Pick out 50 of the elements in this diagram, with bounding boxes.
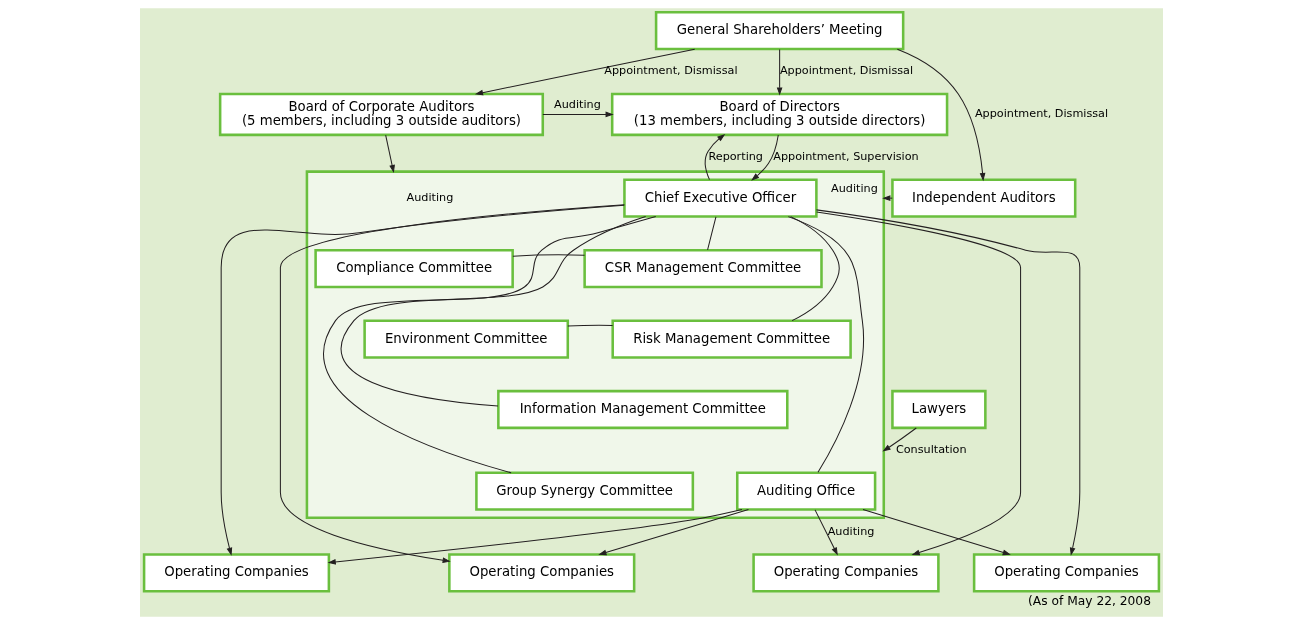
arrow xyxy=(815,209,1081,556)
node-box: Board of Directors (13 members, including 3 outside directors) xyxy=(610,92,949,137)
node-box: Operating Companies xyxy=(142,553,331,593)
arrow xyxy=(598,509,749,556)
caption: (As of May 22, 2008 xyxy=(1028,594,1151,609)
arrow xyxy=(814,509,838,556)
node-box: Information Management Committee xyxy=(497,389,789,430)
connector xyxy=(340,216,647,407)
arrow xyxy=(896,48,986,182)
edge-label: Appointment, Dismissal xyxy=(779,64,914,78)
edge-label: Appointment, Dismissal xyxy=(974,107,1109,121)
arrow xyxy=(862,509,1011,556)
edge-label: Auditing xyxy=(406,191,454,205)
node-box: Environment Committee xyxy=(363,319,570,359)
arrow xyxy=(385,134,395,174)
arrow xyxy=(751,134,779,181)
node-box: Operating Companies xyxy=(448,553,636,593)
edge-label: Reporting xyxy=(708,150,763,164)
arrow xyxy=(327,509,743,565)
connector xyxy=(323,216,657,474)
arrow xyxy=(279,204,625,564)
arrow xyxy=(704,134,726,181)
arrow xyxy=(474,48,696,96)
edge-label: Auditing xyxy=(831,181,878,195)
node-box: Operating Companies xyxy=(752,553,940,593)
connector xyxy=(787,216,865,473)
node-box: General Shareholders’ Meeting xyxy=(654,11,905,51)
edge-label: Appointment, Dismissal xyxy=(604,64,738,78)
node-box: Lawyers xyxy=(891,389,987,430)
edge-label: Appointment, Supervision xyxy=(773,150,919,164)
arrow xyxy=(882,427,917,452)
edge-label: Auditing xyxy=(827,524,875,538)
node-box: Board of Corporate Auditors (5 members, including 3 outside auditors) xyxy=(218,92,545,137)
connector xyxy=(512,254,586,257)
node-box: Risk Management Committee xyxy=(611,319,852,359)
connector xyxy=(790,216,840,322)
connector xyxy=(707,216,717,251)
node-box: Chief Executive Officer xyxy=(623,178,818,218)
node-box: CSR Management Committee xyxy=(583,248,823,289)
arrow xyxy=(776,48,783,96)
arrow xyxy=(542,111,614,118)
node-box: Compliance Committee xyxy=(314,248,514,289)
edge-label: Auditing xyxy=(554,98,601,112)
node-box: Auditing Office xyxy=(736,471,877,511)
node-box: Operating Companies xyxy=(972,553,1161,593)
arrow xyxy=(220,204,625,556)
node-box: Group Synergy Committee xyxy=(475,471,695,511)
arrow xyxy=(816,211,1022,556)
connector xyxy=(567,324,614,327)
edge-label: Consultation xyxy=(895,443,967,457)
